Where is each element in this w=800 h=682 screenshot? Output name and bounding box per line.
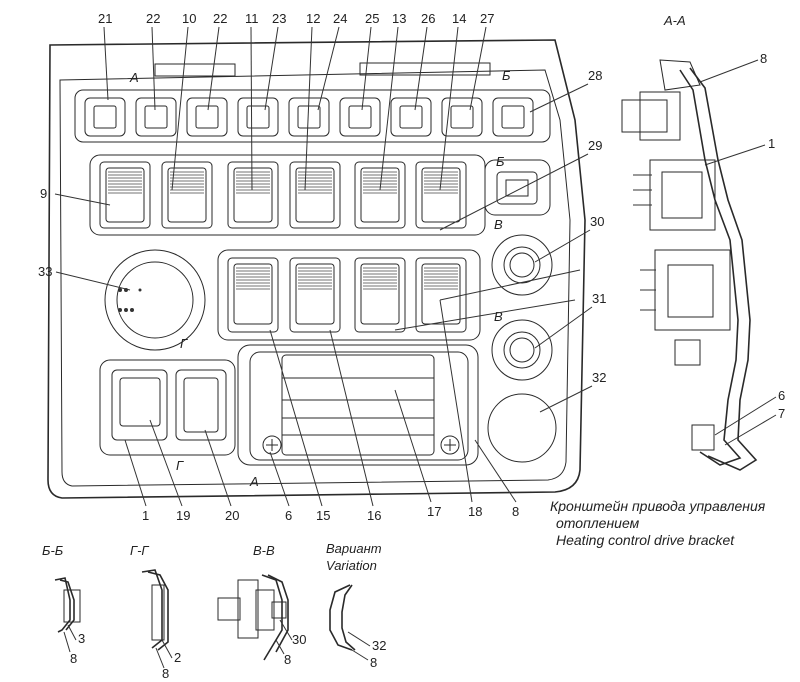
top-small-switch xyxy=(84,97,126,137)
variant-title-ru: Вариант xyxy=(326,541,382,556)
callout-13: 13 xyxy=(392,11,406,26)
variant-title-en: Variation xyxy=(326,558,377,573)
top-small-switch xyxy=(186,97,228,137)
heater-control-knob xyxy=(104,249,206,351)
callout-20: 20 xyxy=(225,508,239,523)
aa-label-1: 1 xyxy=(768,136,775,151)
section-aa-view: А-А 8 1 6 7 xyxy=(621,13,785,471)
vv-label-8: 8 xyxy=(284,652,291,667)
leader-lines xyxy=(54,26,593,507)
callout-24: 24 xyxy=(333,11,347,26)
callout-11: 11 xyxy=(245,11,259,26)
callout-22a: 22 xyxy=(146,11,160,26)
switch-panel xyxy=(47,39,586,499)
aa-label-8: 8 xyxy=(760,51,767,66)
top-small-switch xyxy=(339,97,381,137)
callout-23: 23 xyxy=(272,11,286,26)
callout-25: 25 xyxy=(365,11,379,26)
mid-rocker-switch xyxy=(354,257,406,333)
callout-9: 9 xyxy=(40,186,47,201)
callout-21: 21 xyxy=(98,11,112,26)
gg-label-2: 2 xyxy=(174,650,181,665)
caption-en: Heating control drive bracket xyxy=(556,532,735,548)
callout-1: 1 xyxy=(142,508,149,523)
rocker-switch-row xyxy=(89,154,551,236)
vv-title: В-В xyxy=(253,543,275,558)
vv-label-30: 30 xyxy=(292,632,306,647)
variant-label-32: 32 xyxy=(372,638,386,653)
top-small-switch xyxy=(135,97,177,137)
mark-b-mid: Б xyxy=(496,154,505,169)
caption-ru-1: Кронштейн привода управления xyxy=(550,498,766,514)
center-grille xyxy=(237,344,479,466)
rocker-switch xyxy=(99,161,151,229)
section-bb-view: Б-Б 3 8 xyxy=(42,543,85,666)
caption-ru-2: отоплением xyxy=(556,515,640,531)
callout-15: 15 xyxy=(316,508,330,523)
callout-17: 17 xyxy=(427,504,441,519)
mark-v-mid: В xyxy=(494,309,503,324)
aa-title: А-А xyxy=(663,13,686,28)
top-small-switch xyxy=(492,97,534,137)
callout-16: 16 xyxy=(367,508,381,523)
bracket-caption: Кронштейн привода управления отоплением … xyxy=(550,498,766,548)
mark-a-top: А xyxy=(129,70,139,85)
bb-label-3: 3 xyxy=(78,631,85,646)
callout-6: 6 xyxy=(285,508,292,523)
top-indicator-row xyxy=(74,89,551,143)
mid-rocker-switch xyxy=(227,257,279,333)
aa-label-6: 6 xyxy=(778,388,785,403)
mark-g-top: Г xyxy=(180,336,188,351)
mark-v-top: В xyxy=(494,217,503,232)
rocker-switch xyxy=(354,161,406,229)
callout-32: 32 xyxy=(592,370,606,385)
callout-19: 19 xyxy=(176,508,190,523)
rocker-switch xyxy=(415,161,467,229)
mark-g-bot: Г xyxy=(176,458,184,473)
aa-label-7: 7 xyxy=(778,406,785,421)
callout-14: 14 xyxy=(452,11,466,26)
callout-18: 18 xyxy=(468,504,482,519)
top-small-switch xyxy=(390,97,432,137)
mark-b-top: Б xyxy=(502,68,511,83)
round-switches xyxy=(487,234,557,463)
bottom-left-switches xyxy=(99,359,236,456)
callout-28: 28 xyxy=(588,68,602,83)
callout-26: 26 xyxy=(421,11,435,26)
gg-title: Г-Г xyxy=(130,543,149,558)
rocker-switch xyxy=(161,161,213,229)
top-small-switch xyxy=(237,97,279,137)
callout-33: 33 xyxy=(38,264,52,279)
callout-30: 30 xyxy=(590,214,604,229)
callout-labels: 21 22 10 22 11 23 12 24 25 13 26 14 27 9… xyxy=(38,11,606,523)
callout-8-main: 8 xyxy=(512,504,519,519)
section-vv-view: В-В 30 8 xyxy=(217,543,306,667)
rocker-switch xyxy=(289,161,341,229)
section-gg-view: Г-Г 2 8 xyxy=(130,543,181,681)
middle-rocker-group xyxy=(217,249,481,341)
callout-10: 10 xyxy=(182,11,196,26)
callout-27: 27 xyxy=(480,11,494,26)
callout-22b: 22 xyxy=(213,11,227,26)
top-small-switch xyxy=(441,97,483,137)
mid-rocker-switch xyxy=(289,257,341,333)
callout-31: 31 xyxy=(592,291,606,306)
gg-label-8: 8 xyxy=(162,666,169,681)
mark-a-bot: А xyxy=(249,474,259,489)
callout-29: 29 xyxy=(588,138,602,153)
bb-title: Б-Б xyxy=(42,543,64,558)
bb-label-8: 8 xyxy=(70,651,77,666)
section-marks: А Б Б В В Г Г А xyxy=(129,68,511,489)
callout-12: 12 xyxy=(306,11,320,26)
rocker-switch xyxy=(227,161,279,229)
variation-view: Вариант Variation 32 8 xyxy=(326,541,386,670)
variant-label-8: 8 xyxy=(370,655,377,670)
mid-rocker-switch xyxy=(415,257,467,333)
